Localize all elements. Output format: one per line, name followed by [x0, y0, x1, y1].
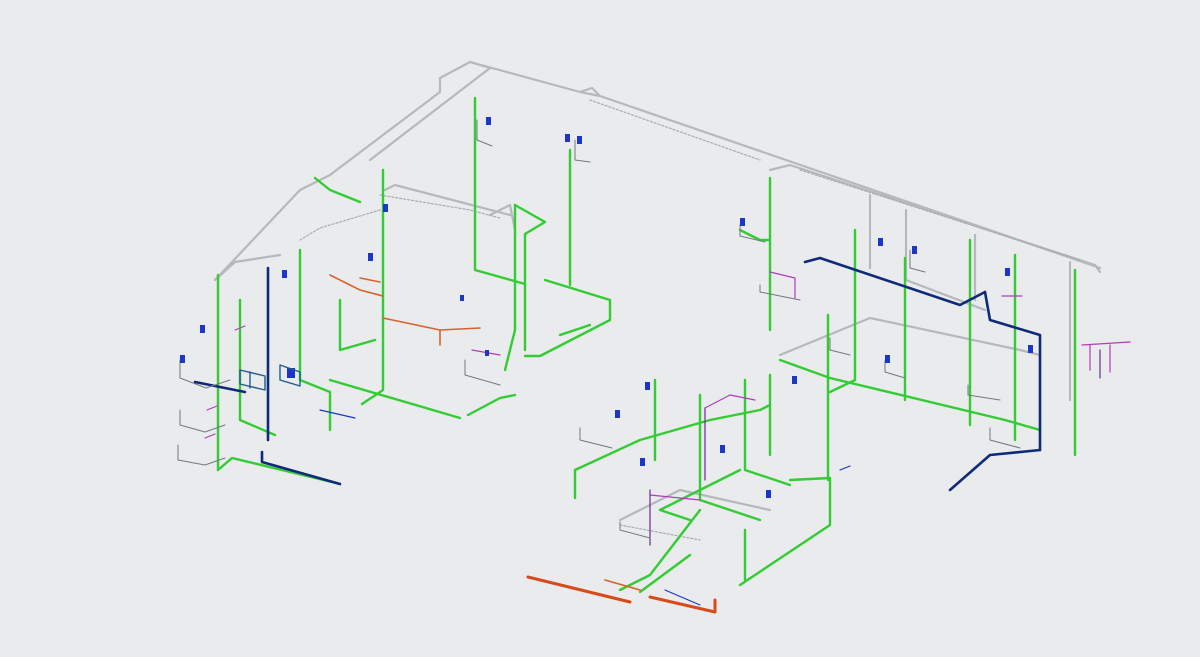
- fixture-marker: [766, 490, 771, 498]
- drain-main-network: [193, 256, 1042, 492]
- vent-riser-mid-3: [503, 203, 517, 372]
- fixture-marker: [383, 204, 388, 212]
- wall-left-lower: [213, 253, 282, 282]
- fixture-marker: [645, 382, 650, 390]
- fixture-marker: [180, 355, 185, 363]
- vent-branch-mid-2: [466, 393, 517, 417]
- drain-branch-left: [260, 450, 342, 486]
- fixture-marker: [1005, 268, 1010, 276]
- fixture-marker: [740, 218, 745, 226]
- fixture-marker: [565, 134, 570, 142]
- vent-riser-lower-4: [743, 378, 792, 487]
- fixture-markers: [180, 117, 1033, 498]
- fixture-marker: [200, 325, 205, 333]
- vent-riser-left-3: [298, 248, 332, 432]
- structure-hidden-edges: [299, 99, 1081, 541]
- fixture-marker: [912, 246, 917, 254]
- vent-diag-lower-1: [658, 468, 742, 522]
- hot-water-branches: [329, 274, 641, 591]
- vent-pipe-network: [216, 96, 1077, 594]
- vent-riser-left-2: [238, 298, 277, 437]
- building-structure: [213, 60, 1102, 522]
- roof-edge-left: [368, 60, 492, 162]
- drain-main-left-2: [193, 380, 247, 394]
- wall-mid-room: [383, 183, 512, 217]
- vent-riser-right-2: [828, 228, 857, 394]
- drain-main-right-riser: [983, 290, 1042, 452]
- vent-branch-left-floor: [216, 456, 342, 486]
- equipment-cluster-left: [239, 364, 301, 391]
- vent-main-lower-1: [573, 403, 772, 472]
- vent-main-mid: [523, 278, 612, 358]
- vent-riser-mid-1: [360, 168, 385, 406]
- fixture-marker: [485, 350, 489, 356]
- hot-water-main-lower: [526, 575, 632, 604]
- fixture-marker: [460, 295, 464, 301]
- vent-branch-mid-3: [558, 323, 592, 337]
- fixture-marker: [720, 445, 725, 453]
- vent-diag-lower-2: [618, 508, 702, 592]
- vent-diag-lower-3: [738, 476, 832, 587]
- floor-slab-mid: [618, 488, 772, 522]
- vent-main-right: [778, 358, 1042, 432]
- fixture-marker: [368, 253, 373, 261]
- vent-branch-mid-1: [513, 203, 547, 352]
- vent-branch-right-1: [738, 228, 772, 242]
- fixture-marker: [282, 270, 287, 278]
- fixture-marker: [1028, 345, 1033, 353]
- wall-left-descent: [328, 76, 442, 177]
- wall-step-1: [578, 86, 602, 98]
- fixture-marker: [640, 458, 645, 466]
- fixture-details: [177, 119, 1021, 539]
- hot-water-lower-return: [648, 595, 717, 614]
- wall-top-right: [768, 163, 1102, 274]
- fixture-marker: [792, 376, 797, 384]
- drain-main-right-top: [803, 256, 987, 307]
- vent-diag-lower-5: [638, 553, 692, 594]
- vent-riser-mid-2: [473, 96, 527, 286]
- fixture-connections-purple: [649, 349, 1101, 546]
- vent-main-left: [328, 378, 462, 420]
- fixture-connections: [204, 271, 1131, 501]
- fixture-marker: [486, 117, 491, 125]
- hot-water-network: [526, 575, 717, 614]
- fixture-marker: [878, 238, 883, 246]
- wall-room-2: [488, 203, 517, 232]
- roof-edge-top: [468, 60, 1102, 270]
- drain-main-right-out: [948, 448, 1042, 492]
- vent-riser-left-4: [338, 298, 377, 352]
- wall-mid-left: [213, 173, 332, 282]
- fixture-marker: [885, 355, 890, 363]
- vent-top-left: [313, 176, 362, 204]
- fixture-marker: [287, 368, 295, 378]
- fixture-marker: [615, 410, 620, 418]
- fixture-marker: [577, 136, 582, 144]
- fixture-connections-blue: [319, 409, 851, 606]
